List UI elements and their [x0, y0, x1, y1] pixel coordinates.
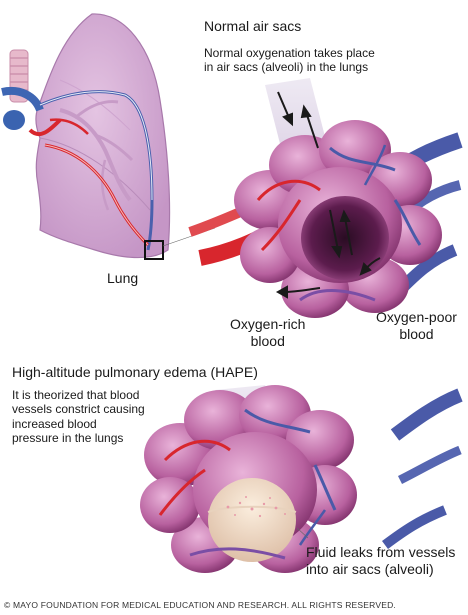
- normal-air-sacs-title: Normal air sacs: [204, 18, 302, 34]
- hape-description: It is theorized that blood vessels const…: [12, 388, 145, 446]
- fluid-leader-line: [296, 527, 309, 539]
- hape-title: High-altitude pulmonary edema (HAPE): [12, 364, 258, 380]
- fluid-leak-label: Fluid leaks from vessels into air sacs (…: [306, 544, 456, 577]
- oxygen-rich-blood-label: Oxygen-rich blood: [230, 316, 306, 349]
- lung-label: Lung: [107, 270, 139, 286]
- copyright-notice: © MAYO FOUNDATION FOR MEDICAL EDUCATION …: [4, 600, 396, 610]
- normal-air-sacs-description: Normal oxygenation takes place in air sa…: [204, 46, 375, 75]
- normal-air-sac-drawing: [188, 78, 463, 318]
- hape-air-sac-drawing: [140, 385, 463, 573]
- oxygen-poor-blood-label: Oxygen-poor blood: [376, 309, 457, 342]
- lung-drawing: [1, 13, 171, 260]
